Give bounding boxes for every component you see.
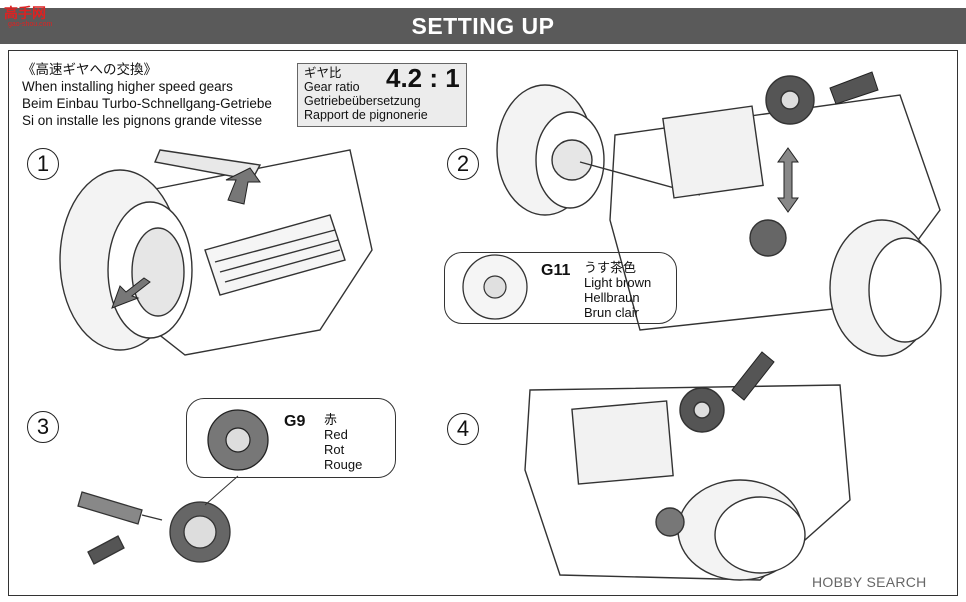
g11-callout <box>444 252 677 324</box>
site-logo: 高手网 <box>4 5 46 21</box>
step-number-4: 4 <box>447 413 479 445</box>
g11-gear-icon <box>462 254 528 320</box>
step-number-3: 3 <box>27 411 59 443</box>
intro-text: 《高速ギヤへの交換》 When installing higher speed … <box>22 61 272 129</box>
g9-callout <box>186 398 396 478</box>
g11-color-fr: Brun clair <box>584 305 639 320</box>
intro-en: When installing higher speed gears <box>22 79 233 94</box>
g9-color-en: Red <box>324 427 348 442</box>
g11-color-jp: うす茶色 <box>584 260 637 275</box>
g11-color-de: Hellbraun <box>584 290 640 305</box>
step2-insert-arrow <box>829 71 879 105</box>
step4-illustration <box>524 384 851 581</box>
step-number-2: 2 <box>447 148 479 180</box>
g9-color-de: Rot <box>324 442 345 457</box>
gear-ratio-box <box>297 63 467 127</box>
g11-id: G11 <box>541 262 571 279</box>
gear-ratio-en: Gear ratio <box>304 80 360 94</box>
gear-ratio-labels: ギヤ比 Gear ratio Getriebeübersetzung Rappo… <box>304 66 428 122</box>
g11-color-en: Light brown <box>584 275 652 290</box>
step4-insert-arrow <box>731 351 775 401</box>
gear-ratio-fr: Rapport de pignonerie <box>304 108 428 122</box>
step1-arrow-up <box>225 167 261 205</box>
header-bar <box>0 8 966 44</box>
step3-illustration <box>77 491 231 565</box>
gear-ratio-de: Getriebeübersetzung <box>304 94 421 108</box>
g9-id: G9 <box>284 413 306 430</box>
g9-color-fr: Rouge <box>324 457 363 472</box>
g9-gear-icon <box>207 409 269 471</box>
step2-illustration <box>496 75 942 357</box>
intro-de: Beim Einbau Turbo-Schnellgang-Getriebe <box>22 96 272 111</box>
page-title: SETTING UP <box>411 13 555 39</box>
site-logo-subtext: gao-shou.com <box>8 21 53 28</box>
step1-illustration <box>59 149 373 356</box>
g9-colors: 赤 Red Rot Rouge <box>324 412 362 472</box>
step2-updown-arrow <box>777 147 799 213</box>
watermark: HOBBY SEARCH <box>812 574 927 590</box>
step-number-1: 1 <box>27 148 59 180</box>
g9-color-jp: 赤 <box>324 412 338 427</box>
intro-fr: Si on installe les pignons grande vitess… <box>22 113 263 128</box>
step1-arrow-down <box>111 277 151 309</box>
intro-jp: 《高速ギヤへの交換》 <box>22 62 157 77</box>
g9-callout-line <box>204 475 239 506</box>
instruction-frame <box>8 50 958 596</box>
gear-ratio-value: 4.2 : 1 <box>386 63 460 93</box>
gear-ratio-jp: ギヤ比 <box>304 66 342 80</box>
g11-colors: うす茶色 Light brown Hellbraun Brun clair <box>584 260 651 320</box>
